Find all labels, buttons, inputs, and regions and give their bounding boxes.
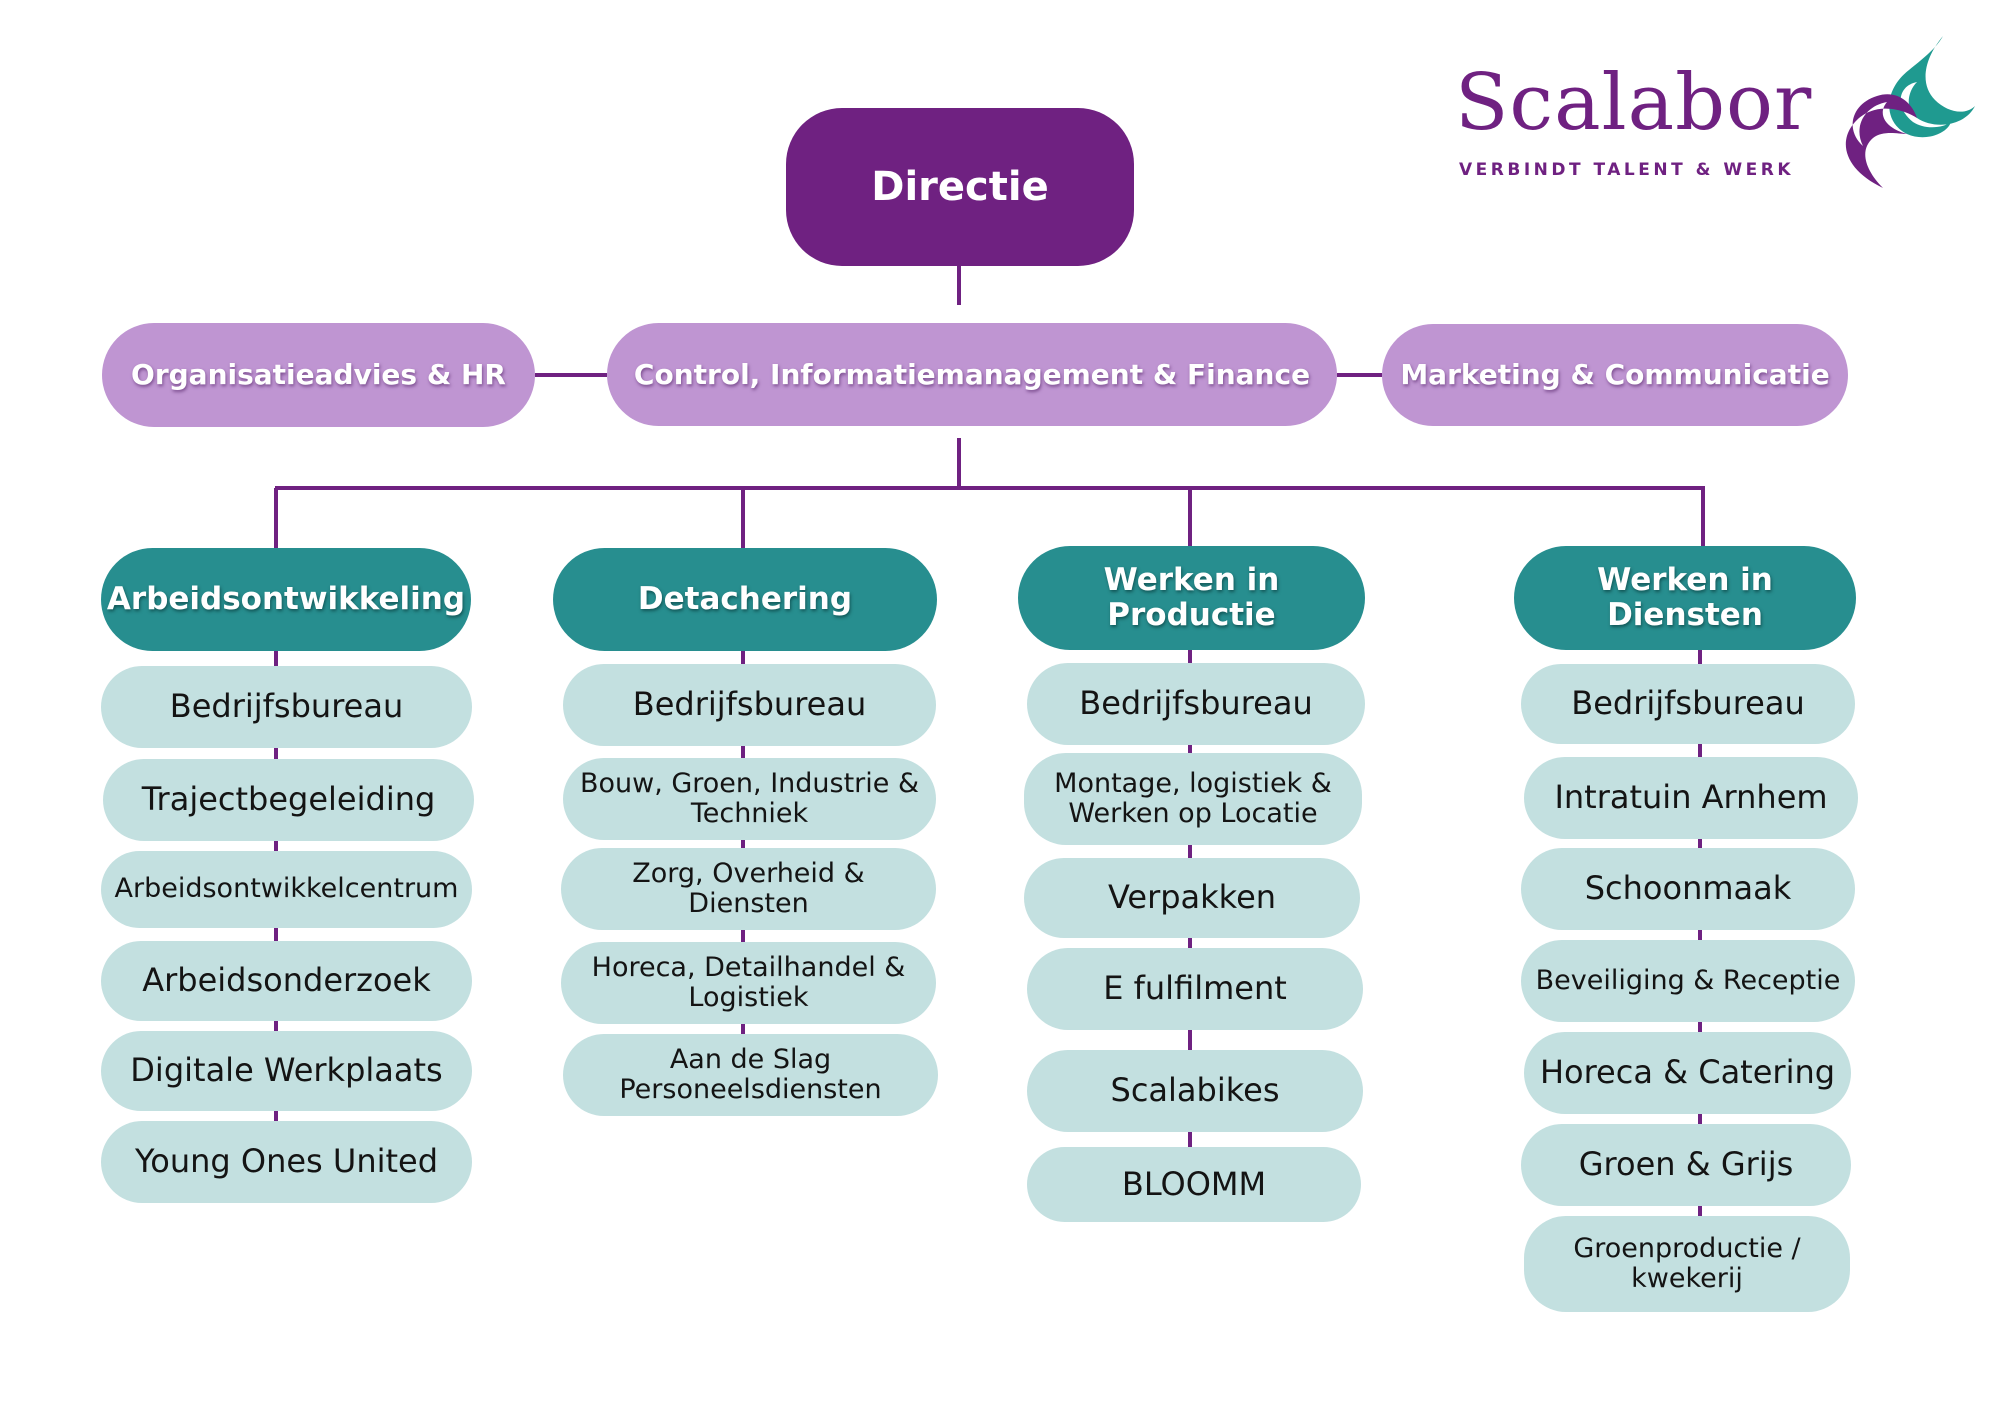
staff-organisatieadvies-hr[interactable]: Organisatieadvies & HR: [102, 323, 535, 427]
unit-card[interactable]: Zorg, Overheid & Diensten: [561, 848, 936, 930]
unit-card[interactable]: Bouw, Groen, Industrie & Techniek: [563, 758, 936, 840]
unit-card[interactable]: Horeca & Catering: [1524, 1032, 1851, 1114]
unit-card[interactable]: Bedrijfsbureau: [1521, 664, 1855, 744]
unit-card[interactable]: Trajectbegeleiding: [103, 759, 474, 841]
unit-card[interactable]: E fulfilment: [1027, 948, 1363, 1030]
directie-box[interactable]: Directie: [786, 108, 1134, 266]
unit-card[interactable]: Bedrijfsbureau: [563, 664, 936, 746]
division-detachering[interactable]: Detachering: [553, 548, 937, 651]
division-werken-in-diensten[interactable]: Werken in Diensten: [1514, 546, 1856, 650]
unit-card[interactable]: Bedrijfsbureau: [101, 666, 472, 748]
unit-card[interactable]: Beveiliging & Receptie: [1521, 940, 1855, 1022]
unit-card[interactable]: Arbeidsontwikkelcentrum: [101, 851, 472, 928]
unit-card[interactable]: Schoonmaak: [1521, 848, 1855, 930]
unit-card[interactable]: Bedrijfsbureau: [1027, 663, 1365, 745]
unit-card[interactable]: Horeca, Detailhandel & Logistiek: [561, 942, 936, 1024]
unit-card[interactable]: Digitale Werkplaats: [101, 1031, 472, 1111]
unit-card[interactable]: Arbeidsonderzoek: [101, 941, 472, 1021]
unit-card[interactable]: Groen & Grijs: [1521, 1124, 1851, 1206]
unit-card[interactable]: Aan de Slag Personeelsdiensten: [563, 1034, 938, 1116]
unit-card[interactable]: Intratuin Arnhem: [1524, 757, 1858, 839]
logo-wordmark: Scalabor: [1455, 58, 1813, 148]
staff-control-finance[interactable]: Control, Informatiemanagement & Finance: [607, 323, 1337, 426]
unit-card[interactable]: Young Ones United: [101, 1121, 472, 1203]
staff-marketing-communicatie[interactable]: Marketing & Communicatie: [1382, 324, 1848, 426]
division-werken-in-productie[interactable]: Werken in Productie: [1018, 546, 1365, 650]
scalabor-swirl-icon: [1845, 36, 1975, 188]
unit-card[interactable]: Groenproductie / kwekerij: [1524, 1216, 1850, 1312]
unit-card[interactable]: Montage, logistiek & Werken op Locatie: [1024, 753, 1362, 845]
unit-card[interactable]: Scalabikes: [1027, 1050, 1363, 1132]
scalabor-logo: Scalabor VERBINDT TALENT & WERK: [1455, 30, 1975, 200]
unit-card[interactable]: Verpakken: [1024, 858, 1360, 938]
division-arbeidsontwikkeling[interactable]: Arbeidsontwikkeling: [101, 548, 471, 651]
logo-tagline: VERBINDT TALENT & WERK: [1459, 160, 1794, 180]
unit-card[interactable]: BLOOMM: [1027, 1147, 1361, 1222]
